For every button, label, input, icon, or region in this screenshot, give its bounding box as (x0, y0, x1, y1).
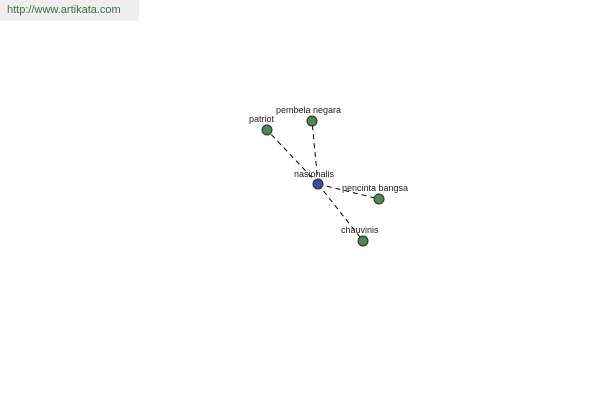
node-dot-pembela-negara[interactable] (306, 115, 318, 127)
node-patriot[interactable]: patriot (249, 114, 275, 136)
edges-layer (266, 120, 380, 242)
edge-pembela-negara (311, 120, 319, 185)
node-dot-patriot[interactable] (261, 124, 273, 136)
node-dot-chauvinis[interactable] (357, 235, 369, 247)
node-nasionalis[interactable]: nasionalis (294, 169, 335, 190)
site-url-link[interactable]: http://www.artikata.com (0, 0, 139, 21)
nodes-layer: pembela negara patriot pencinta bangsa c… (249, 105, 408, 247)
edge-pencinta-bangsa (317, 183, 380, 200)
node-label-pencinta-bangsa: pencinta bangsa (342, 183, 408, 193)
node-label-nasionalis: nasionalis (294, 169, 335, 179)
node-pembela-negara[interactable]: pembela negara (276, 105, 341, 127)
node-label-patriot: patriot (249, 114, 275, 124)
node-chauvinis[interactable]: chauvinis (341, 225, 379, 247)
edge-patriot (266, 129, 319, 185)
edge-chauvinis (317, 183, 364, 242)
node-label-pembela-negara: pembela negara (276, 105, 341, 115)
node-dot-nasionalis[interactable] (312, 178, 324, 190)
node-pencinta-bangsa[interactable]: pencinta bangsa (342, 183, 408, 205)
node-label-chauvinis: chauvinis (341, 225, 379, 235)
node-dot-pencinta-bangsa[interactable] (373, 193, 385, 205)
